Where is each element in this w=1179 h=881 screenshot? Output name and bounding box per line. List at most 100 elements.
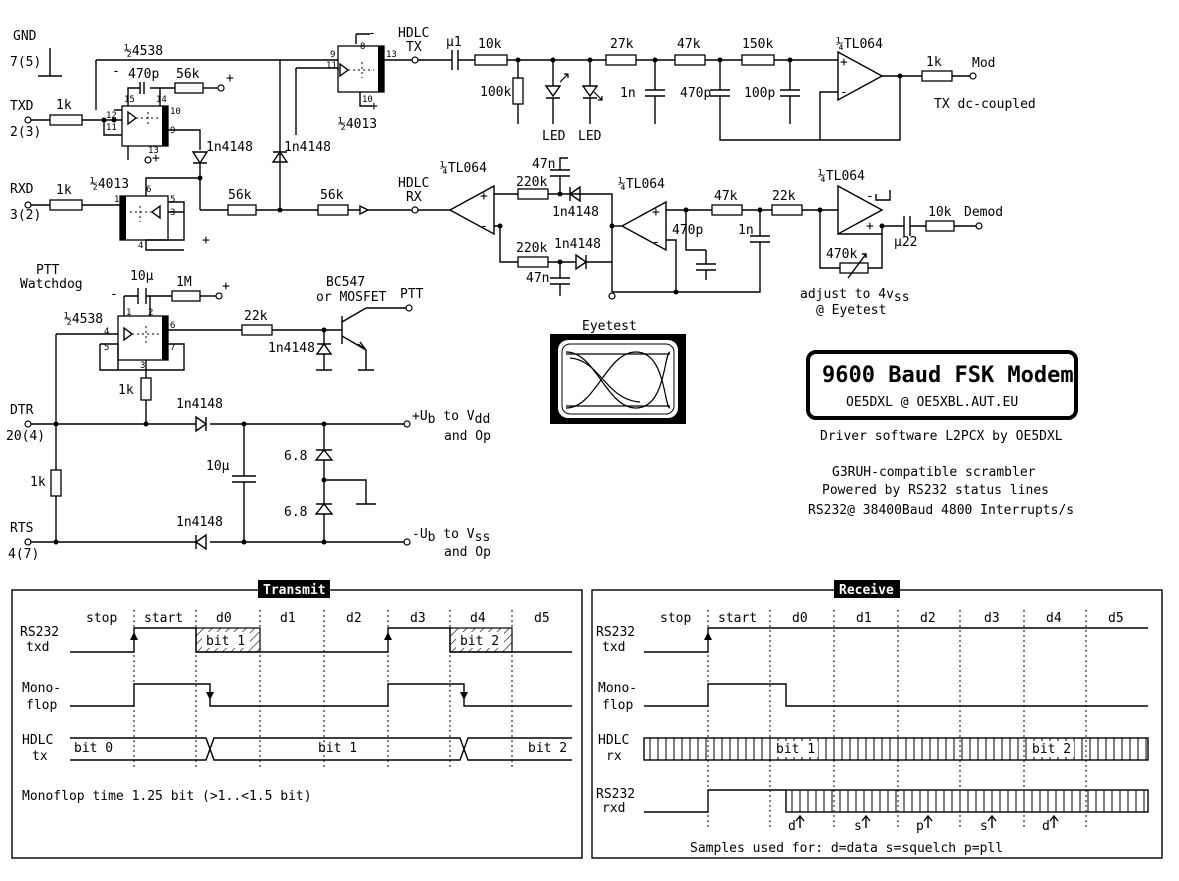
- rx-rxd-sample-ticks: [791, 790, 1145, 812]
- sample-s1: s: [854, 819, 862, 834]
- c-u22-label: µ22: [894, 235, 917, 250]
- eyetest-terminal[interactable]: [608, 292, 616, 300]
- tx-filter: µ1 10k 100k LED LED 27k 1n 47k 470p 150k…: [418, 35, 1036, 144]
- u4013-mid: ½4013 1 6 5 3 4 + 56k 1n4148 56k HDLC RX: [90, 140, 429, 251]
- demod-terminal[interactable]: [975, 222, 983, 230]
- dtr-terminal[interactable]: [24, 420, 32, 428]
- c-1n-tx-label: 1n: [620, 86, 636, 101]
- ub-pos-terminal[interactable]: [403, 420, 411, 428]
- d-1n4148-c-label: 1n4148: [552, 205, 599, 220]
- rx-phase-d3: d3: [984, 611, 1000, 626]
- ub-pos-label: +Ub to Vdd: [412, 409, 490, 427]
- ptt-watchdog: PTT Watchdog ½4538 - 10µ 1M + 1 2 6 4 5 …: [20, 263, 424, 424]
- pin-11: 11: [106, 123, 117, 133]
- rx1-minus: -: [480, 219, 488, 234]
- eyetest-scope: [550, 334, 686, 424]
- adjust-label: adjust to 4vss: [800, 287, 910, 305]
- mosfet-label: or MOSFET: [316, 290, 387, 305]
- c-47n-b-label: 47n: [526, 271, 549, 286]
- pin-13: 13: [148, 146, 159, 156]
- r-56k-b-label: 56k: [320, 188, 344, 203]
- pin-2: 2: [148, 308, 153, 318]
- d-1n4148-b-label: 1n4148: [284, 140, 331, 155]
- rx-filter: + - ¼TL064 220k 47n 1n4148 220k 1n4148 4…: [418, 157, 1003, 334]
- pin-1: 1: [114, 195, 119, 205]
- r-47k-rx-label: 47k: [714, 189, 738, 204]
- rx-row2-l1: Mono-: [598, 681, 637, 696]
- rx-row1-l2: txd: [602, 640, 625, 655]
- tl064-rx3-label: ¼TL064: [818, 169, 865, 184]
- hdlc-tx-terminal[interactable]: [411, 56, 419, 64]
- u4013-mid-label: ½4013: [90, 177, 129, 192]
- mod-terminal[interactable]: [969, 72, 977, 80]
- tx-note: Monoflop time 1.25 bit (>1..<1.5 bit): [22, 789, 312, 804]
- plus-label-3: +: [370, 99, 378, 114]
- pin-6: 6: [146, 185, 151, 195]
- tx-row3-l1: HDLC: [22, 733, 53, 748]
- dtr-pin-label: 20(4): [6, 429, 45, 444]
- minus-input: -: [840, 85, 848, 100]
- r-1k-mod-label: 1k: [926, 55, 942, 70]
- r-22k-ptt-label: 22k: [244, 309, 268, 324]
- plus-label-2: +: [152, 151, 160, 166]
- title-box: 9600 Baud FSK Modem OE5DXL @ OE5XBL.AUT.…: [806, 350, 1078, 420]
- r-1k-txd-label: 1k: [56, 98, 72, 113]
- pin-13b: 13: [386, 50, 397, 60]
- rxd-terminal[interactable]: [24, 201, 32, 209]
- ub-neg-terminal[interactable]: [403, 538, 411, 546]
- u4013-top-label: ½4013: [338, 117, 377, 132]
- txd-label: TXD: [10, 99, 34, 114]
- pin-3: 3: [170, 208, 175, 218]
- pin-5b: 5: [104, 343, 109, 353]
- pin-6b: 6: [170, 321, 175, 331]
- rx-phase-d4: d4: [1046, 611, 1062, 626]
- u4013-top: - 9 11 8 13 10 + ½4013 HDLC TX: [280, 26, 429, 135]
- r-150k-label: 150k: [742, 37, 773, 52]
- d-1n4148-a-label: 1n4148: [206, 140, 253, 155]
- rxd-port: RXD 3(2) 1k: [10, 182, 120, 223]
- tx-hdlc-bit1: bit 1: [318, 741, 357, 756]
- tx-row2-l1: Mono-: [22, 681, 61, 696]
- d-1n4148-ptt-label: 1n4148: [268, 341, 315, 356]
- pin-10b: 10: [362, 95, 373, 105]
- rx-legend: Samples used for: d=data s=squelch p=pll: [690, 841, 1003, 856]
- r-220k-b-label: 220k: [516, 241, 547, 256]
- rx-phase-d1: d1: [856, 611, 872, 626]
- txd-pin-label: 2(3): [10, 125, 41, 140]
- tx-phase-d5: d5: [534, 611, 550, 626]
- r-10k-rx-label: 10k: [928, 205, 952, 220]
- txd-terminal[interactable]: [24, 116, 32, 124]
- rx2-plus: +: [652, 205, 660, 220]
- rts-terminal[interactable]: [24, 538, 32, 546]
- ptt-terminal[interactable]: [405, 304, 413, 312]
- hdlc-rx-terminal[interactable]: [411, 206, 419, 214]
- hdlc-tx2-label: TX: [406, 40, 422, 55]
- pin-4b: 4: [104, 327, 109, 337]
- d-1n4148-dtr-label: 1n4148: [176, 397, 223, 412]
- pin-8: 8: [360, 42, 365, 52]
- tx-phase-headers: stop start d0 d1 d2 d3 d4 d5: [86, 611, 550, 626]
- rx-phase-start: start: [718, 611, 757, 626]
- ub-neg2-label: and Op: [444, 545, 491, 560]
- tx-bit1-label: bit 1: [206, 634, 245, 649]
- r-56k-a-label: 56k: [228, 188, 252, 203]
- c-100p-label: 100p: [744, 86, 775, 101]
- demod-label: Demod: [964, 205, 1003, 220]
- d-1n4148-d-label: 1n4148: [554, 237, 601, 252]
- rx-phase-d5: d5: [1108, 611, 1124, 626]
- hdlc-rx2-label: RX: [406, 190, 422, 205]
- p-470k-label: 470k: [826, 247, 857, 262]
- tx-phase-d2: d2: [346, 611, 362, 626]
- u4538-top-label: ½4538: [124, 44, 163, 59]
- tx-phase-d1: d1: [280, 611, 296, 626]
- note-powered: Powered by RS232 status lines: [822, 483, 1049, 498]
- z-68-b-label: 6.8: [284, 505, 307, 520]
- notes: Driver software L2PCX by OE5DXL G3RUH-co…: [808, 429, 1074, 518]
- mod-label: Mod: [972, 56, 995, 71]
- receive-title: Receive: [839, 583, 894, 598]
- led-b-label: LED: [578, 129, 602, 144]
- rxd-label: RXD: [10, 182, 34, 197]
- c-470p-mono-label: 470p: [128, 67, 159, 82]
- r-220k-a-label: 220k: [516, 175, 547, 190]
